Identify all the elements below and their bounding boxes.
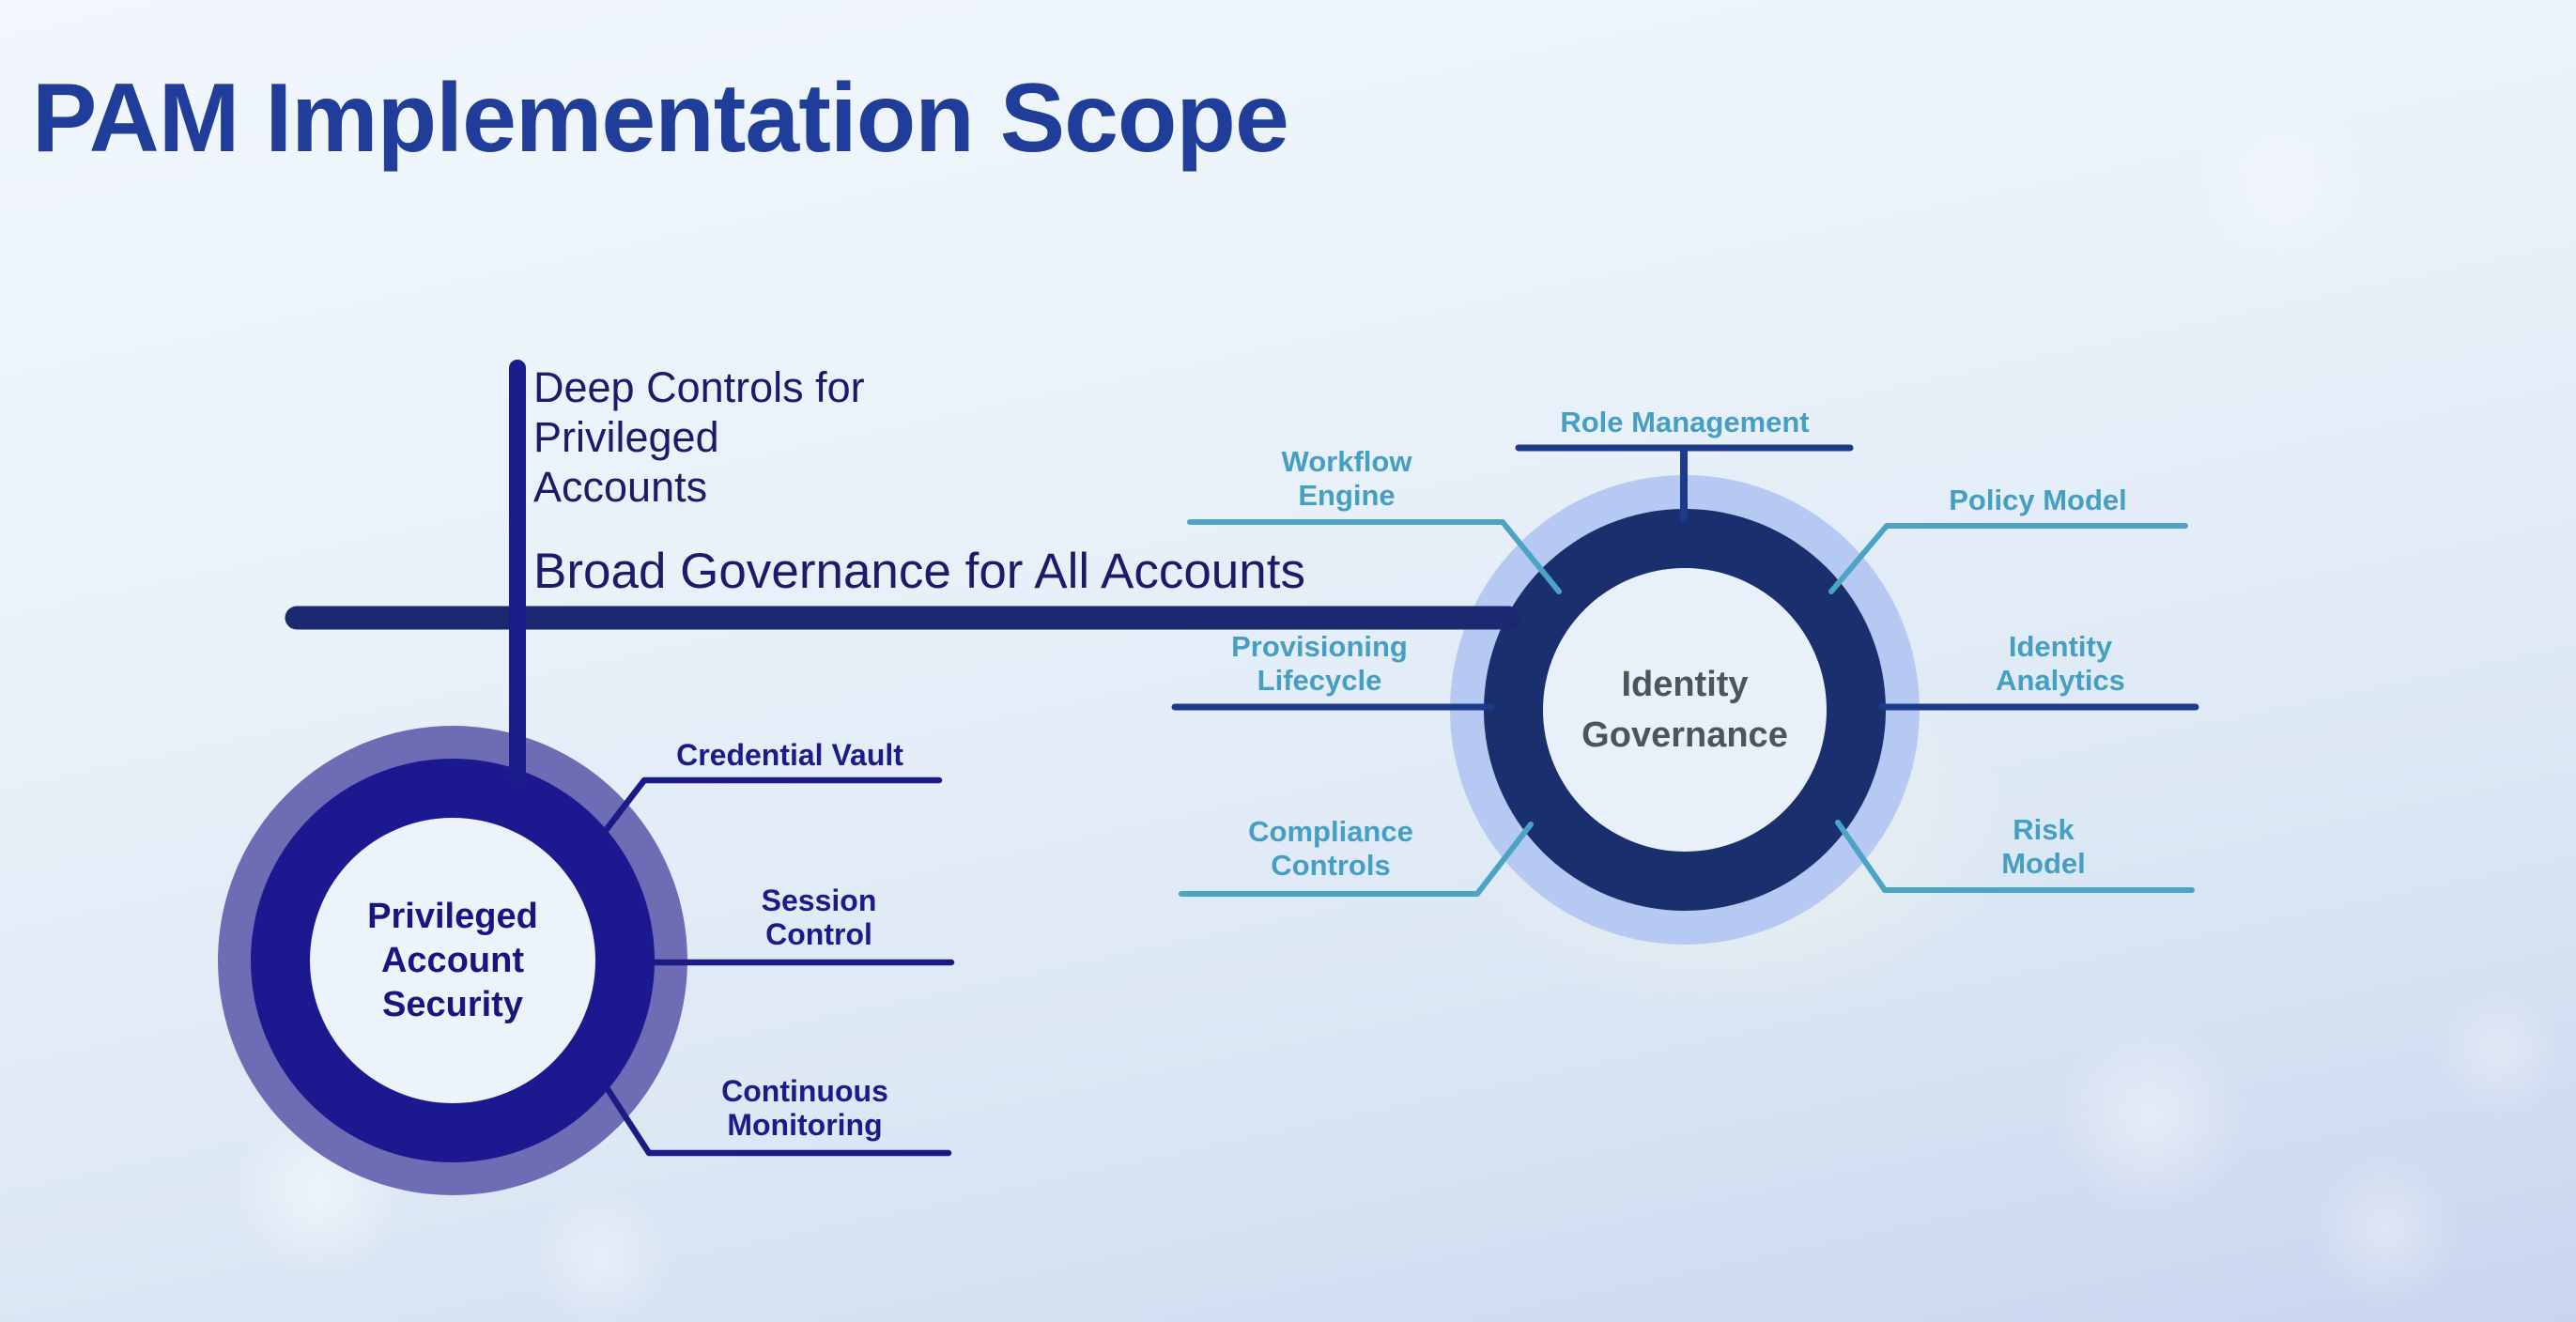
- risk-model-connector: [1835, 820, 2195, 893]
- continuous-monitoring-connector: [604, 1085, 952, 1157]
- spoke-label-workflow-engine: Workflow Engine: [1281, 445, 1412, 512]
- spoke-label-policy-model: Policy Model: [1949, 484, 2127, 516]
- spoke-label-risk-model: Risk Model: [2001, 813, 2086, 880]
- iga-hub-label: Identity Governance: [1581, 665, 1788, 755]
- workflow-engine-connector: [1187, 519, 1562, 594]
- spoke-label-provisioning-lifecycle: Provisioning Lifecycle: [1231, 630, 1408, 697]
- page-title: PAM Implementation Scope: [32, 64, 1289, 173]
- spoke-label-credential-vault: Credential Vault: [676, 738, 903, 772]
- spoke-label-continuous-monitoring: Continuous Monitoring: [721, 1074, 888, 1142]
- policy-model-connector: [1828, 523, 2188, 594]
- pam-hub: Privileged Account Security: [310, 818, 595, 1103]
- iga-hub: Identity Governance: [1543, 568, 1827, 852]
- spoke-label-identity-analytics: Identity Analytics: [1996, 630, 2125, 697]
- spoke-label-compliance-controls: Compliance Controls: [1248, 815, 1413, 882]
- compliance-controls-connector: [1179, 822, 1534, 897]
- broad-governance-annotation: Broad Governance for All Accounts: [533, 544, 1305, 599]
- spoke-label-session-control: Session Control: [761, 884, 877, 951]
- deep-controls-annotation: Deep Controls for Privileged Accounts: [533, 363, 865, 511]
- pam-hub-label: Privileged Account Security: [367, 896, 538, 1024]
- spoke-label-role-management: Role Management: [1560, 406, 1810, 438]
- credential-vault-connector: [600, 776, 943, 837]
